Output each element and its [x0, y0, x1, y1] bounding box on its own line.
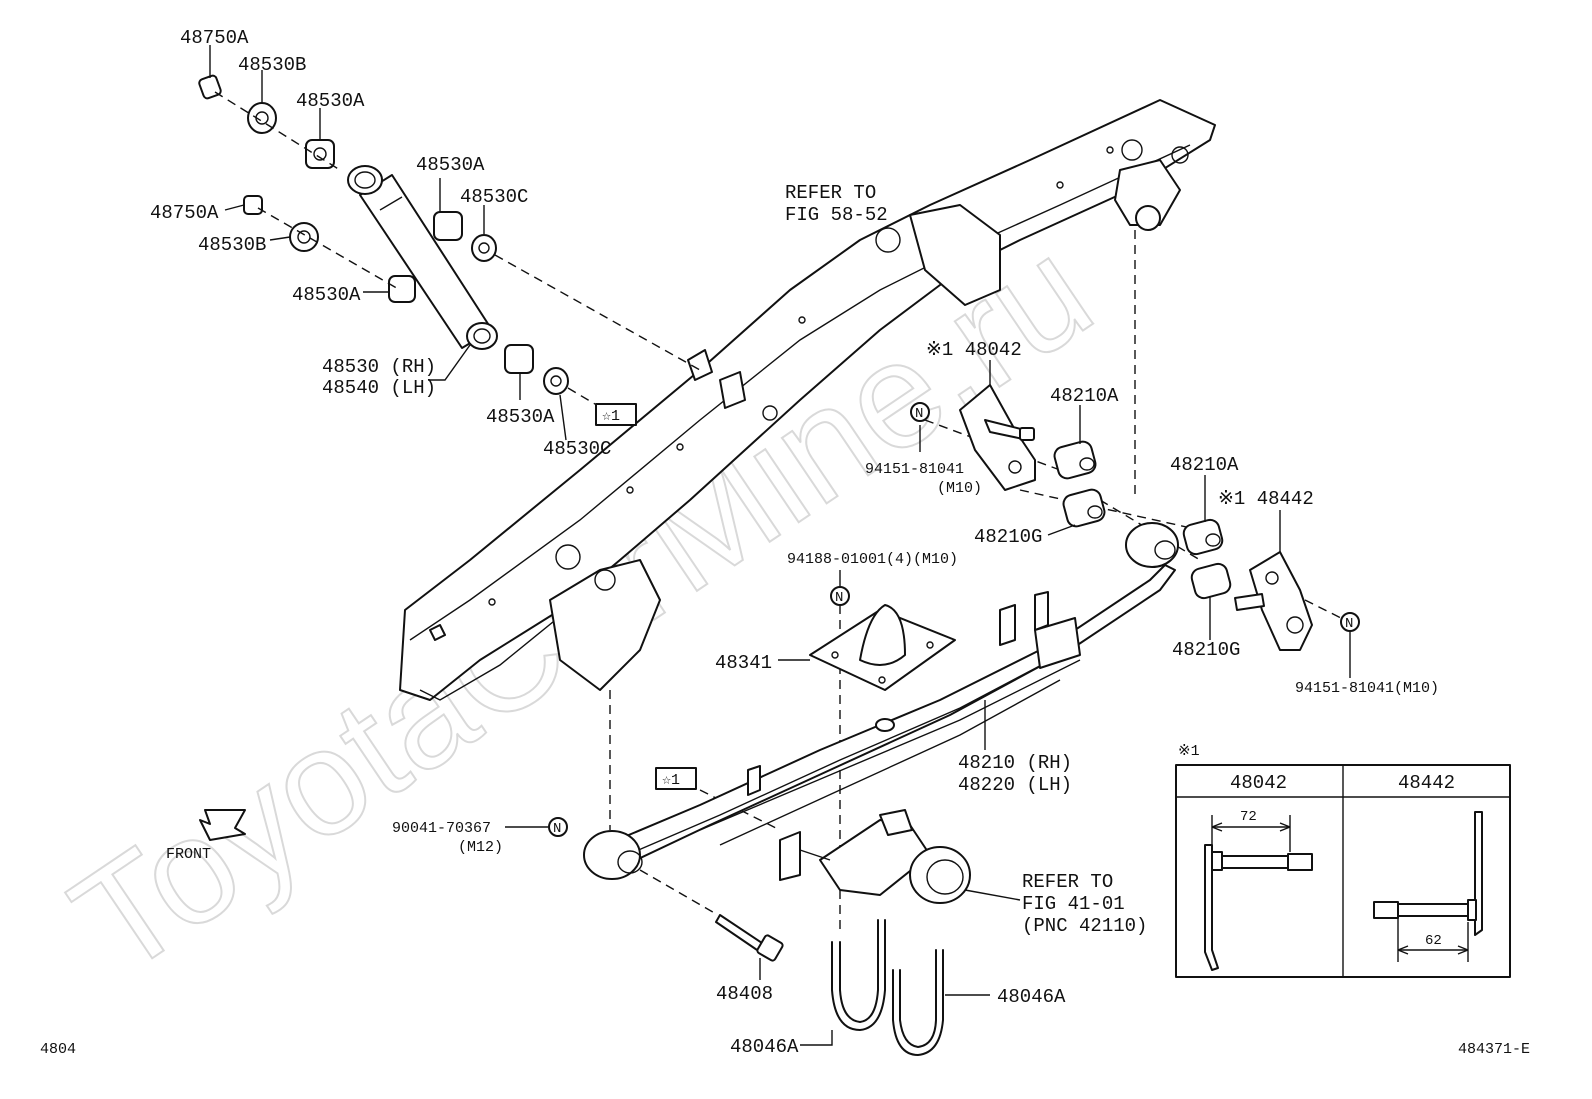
- label-48530A-low: 48530A: [486, 406, 555, 428]
- label-94151-a: 94151-81041: [865, 461, 964, 478]
- front-arrow: [199, 809, 246, 841]
- label-48530A-top: 48530A: [296, 90, 365, 112]
- label-48530B-left: 48530B: [198, 234, 266, 256]
- frame-rail: [399, 99, 1216, 701]
- label-48210G-b: 48210G: [1172, 639, 1240, 661]
- inset-col2: 48442: [1398, 772, 1455, 794]
- shackle-bushings: [1053, 440, 1232, 600]
- label-90041: 90041-70367: [392, 820, 491, 837]
- note-mark-2: N: [1345, 616, 1353, 632]
- figure-code: 484371-E: [1458, 1041, 1530, 1058]
- bump-stopper-48341: [809, 604, 956, 691]
- label-48210G-a: 48210G: [974, 526, 1042, 548]
- shackle-bracket-48042: [959, 384, 1036, 491]
- label-shock-lh: 48540 (LH): [322, 377, 436, 399]
- inset-table: ※1 48042 48442 72 62: [1175, 743, 1511, 978]
- shock-hardware: [198, 74, 569, 395]
- label-90041-size: (M12): [458, 839, 503, 856]
- label-94151-a-size: (M10): [937, 480, 982, 497]
- label-star1-a: ☆1: [602, 408, 620, 425]
- inset-dim-62: 62: [1425, 933, 1442, 949]
- refer-axle-line3: (PNC 42110): [1022, 915, 1147, 937]
- inset-col1: 48042: [1230, 772, 1287, 794]
- note-mark-4: N: [553, 821, 561, 837]
- label-48046A-a: 48046A: [997, 986, 1066, 1008]
- label-48530A-left: 48530A: [292, 284, 361, 306]
- shock-absorber: [347, 165, 498, 350]
- front-label: FRONT: [166, 846, 211, 863]
- label-48750A-left: 48750A: [150, 202, 219, 224]
- label-94151-b: 94151-81041(M10): [1295, 680, 1439, 697]
- refer-axle-line1: REFER TO: [1022, 871, 1113, 893]
- note-mark-3: N: [835, 590, 843, 606]
- label-48530C-low: 48530C: [543, 438, 611, 460]
- label-spring-lh: 48220 (LH): [958, 774, 1072, 796]
- note-mark-1: N: [915, 406, 923, 422]
- label-shock-rh: 48530 (RH): [322, 356, 436, 378]
- label-spring-rh: 48210 (RH): [958, 752, 1072, 774]
- star-box-2: [655, 767, 697, 790]
- label-94188: 94188-01001(4)(M10): [787, 551, 958, 568]
- bolt-48408: [639, 869, 784, 962]
- label-48530A-mid: 48530A: [416, 154, 485, 176]
- label-48341: 48341: [715, 652, 772, 674]
- label-48042: ※1 48042: [926, 339, 1022, 361]
- leader-lines: [209, 45, 1351, 1046]
- label-48530B-top: 48530B: [238, 54, 306, 76]
- label-48210A-a: 48210A: [1050, 385, 1119, 407]
- label-48210A-b: 48210A: [1170, 454, 1239, 476]
- label-star1-b: ☆1: [662, 772, 680, 789]
- page-code: 4804: [40, 1041, 76, 1058]
- inset-title: ※1: [1178, 743, 1200, 760]
- label-48046A-b: 48046A: [730, 1036, 799, 1058]
- star-box-1: [595, 403, 637, 426]
- label-48530C-mid: 48530C: [460, 186, 528, 208]
- part-labels: 48750A 48530B 48530A 48530A 48530C 48750…: [40, 27, 1530, 1058]
- note-markers: N N N N: [548, 402, 1360, 837]
- u-bolts: [831, 919, 944, 1056]
- refer-axle-line2: FIG 41-01: [1022, 893, 1125, 915]
- refer-frame-line2: FIG 58-52: [785, 204, 888, 226]
- axle-housing: [799, 809, 971, 904]
- inset-dim-72: 72: [1240, 809, 1257, 825]
- shackle-bracket-48442: [1234, 551, 1313, 651]
- refer-frame-line1: REFER TO: [785, 182, 876, 204]
- label-48750A-top: 48750A: [180, 27, 249, 49]
- label-48408: 48408: [716, 983, 773, 1005]
- leaf-spring: [583, 522, 1179, 881]
- label-48442: ※1 48442: [1218, 488, 1314, 510]
